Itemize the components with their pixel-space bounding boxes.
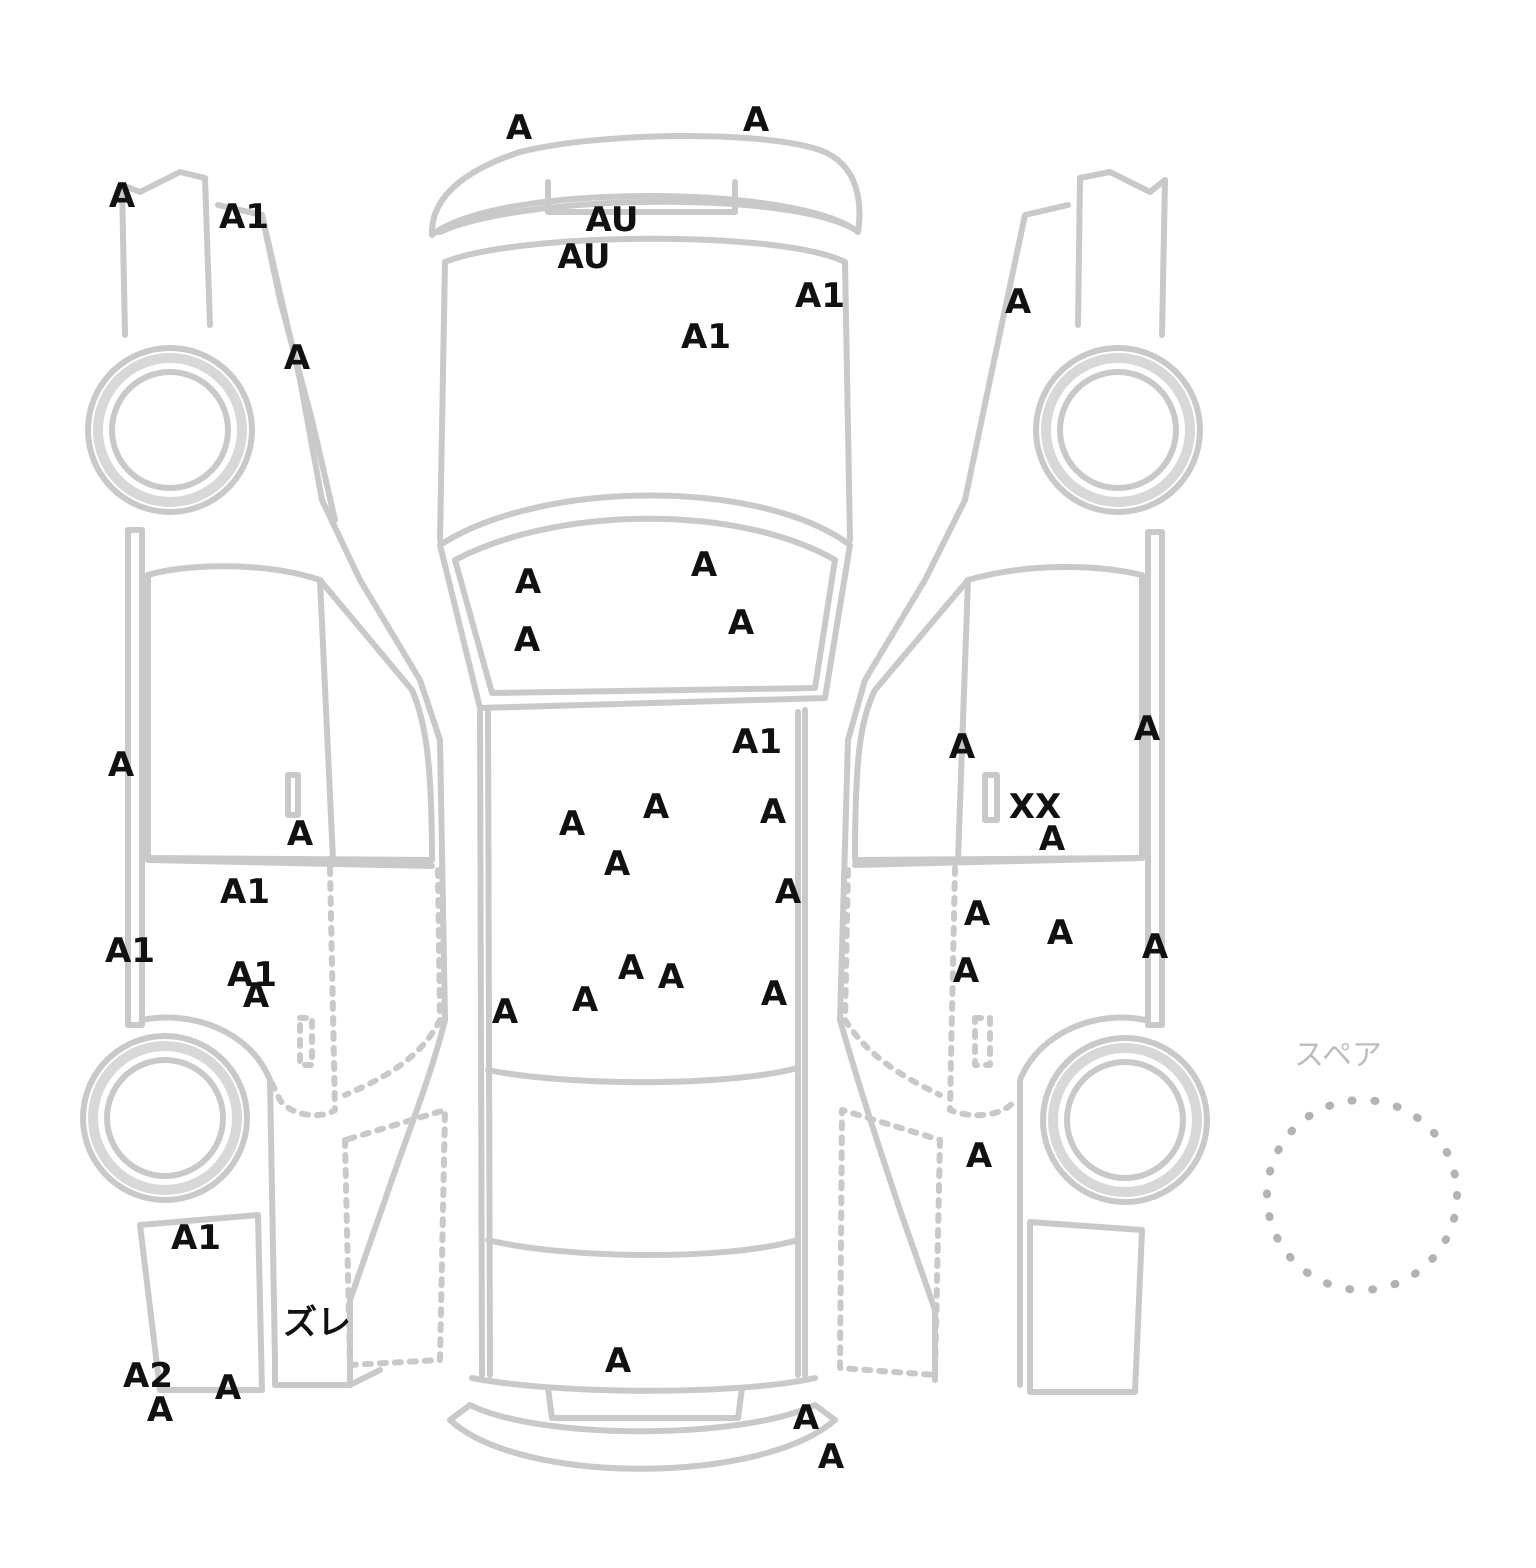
damage-mark: A	[571, 980, 599, 1020]
damage-mark: A	[108, 176, 136, 216]
left-rear-line	[272, 1367, 383, 1388]
left-sill-line	[145, 857, 435, 869]
spare-tire-label: スペア	[1294, 1038, 1382, 1073]
damage-mark: A	[727, 603, 755, 643]
right-sill-line	[852, 855, 1145, 868]
damage-mark: A	[742, 100, 770, 140]
damage-mark: A	[760, 974, 788, 1014]
left-window	[145, 563, 435, 863]
damage-mark: A1	[681, 317, 731, 357]
damage-mark: A	[242, 976, 270, 1016]
right-body-outer	[1145, 529, 1165, 1028]
windshield-outer	[437, 492, 853, 711]
left-rear-body	[139, 1014, 278, 1388]
damage-mark: A	[505, 108, 533, 148]
damage-mark: A	[690, 545, 718, 585]
damage-mark: A	[146, 1390, 174, 1430]
damage-mark: A	[774, 872, 802, 912]
left-door-handle	[285, 772, 301, 818]
spare-tire-circle	[1263, 1096, 1461, 1294]
damage-mark: A	[513, 620, 541, 660]
damage-mark: A	[1004, 282, 1032, 322]
damage-mark: A1	[220, 872, 270, 912]
left-front-bumper	[119, 169, 213, 338]
left-rear-bumper	[137, 1212, 265, 1393]
damage-mark: A	[107, 745, 135, 785]
left-front-wheel	[85, 345, 255, 515]
damage-mark: A	[604, 1341, 632, 1381]
front-bumper	[428, 133, 863, 238]
right-hood-line	[837, 202, 1071, 1023]
damage-mark: A	[558, 804, 586, 844]
left-hood-inner	[259, 212, 338, 523]
roof	[477, 709, 485, 1378]
damage-mark: A	[792, 1398, 820, 1438]
right-window	[852, 564, 1145, 863]
windshield-inner	[452, 515, 838, 696]
left-b-pillar	[317, 577, 336, 863]
damage-mark: A	[214, 1368, 242, 1408]
left-c-line	[347, 1017, 448, 1388]
damage-mark: A	[948, 727, 976, 767]
right-rear-body	[1017, 1014, 1148, 1388]
right-front-wheel	[1033, 345, 1203, 515]
damage-mark: A	[286, 814, 314, 854]
damage-mark: A1	[732, 722, 782, 762]
rear-bumper	[447, 1402, 838, 1472]
damage-mark: A	[491, 992, 519, 1032]
rear-bumper-top	[469, 1375, 818, 1394]
rear-garnish	[545, 1385, 745, 1421]
damage-mark: A1	[227, 955, 277, 995]
right-front-bumper	[1075, 169, 1168, 338]
hood	[442, 235, 853, 543]
hood-left	[437, 259, 448, 543]
damage-mark: A	[283, 338, 311, 378]
damage-mark: A1	[105, 931, 155, 971]
roof-inner-left	[485, 709, 493, 1378]
damage-mark: A	[1133, 709, 1161, 749]
damage-mark: A	[963, 894, 991, 934]
damage-mark: A	[657, 957, 685, 997]
damage-mark: A	[1038, 819, 1066, 859]
damage-mark: A1	[219, 197, 269, 237]
left-side-view	[119, 169, 448, 1393]
damage-mark: A2	[123, 1356, 173, 1396]
damage-mark: A	[952, 951, 980, 991]
right-c-line	[837, 1017, 938, 1383]
damage-mark: AU	[585, 200, 639, 240]
right-hidden-lines	[837, 865, 1018, 1378]
right-side-view	[837, 169, 1168, 1395]
right-door-handle	[982, 772, 1000, 823]
damage-mark: ズレ	[283, 1303, 351, 1343]
left-hidden-lines	[265, 865, 448, 1368]
right-b-pillar	[955, 577, 971, 863]
damage-mark: A1	[171, 1218, 221, 1258]
damage-mark: A	[1046, 913, 1074, 953]
right-rear-bumper	[1027, 1219, 1145, 1395]
damage-mark: A	[514, 562, 542, 602]
damage-mark: A1	[795, 276, 845, 316]
front-bumper-inner	[437, 198, 855, 235]
damage-mark: AU	[557, 237, 611, 277]
left-rear-wheel	[80, 1033, 250, 1203]
damage-mark: A	[1141, 927, 1169, 967]
damage-mark: XX	[1008, 787, 1062, 827]
trunk-line	[485, 1237, 801, 1258]
rear-glass-line	[485, 1065, 801, 1086]
damage-mark: A	[603, 844, 631, 884]
damage-mark: A	[759, 792, 787, 832]
damage-mark: A	[817, 1437, 845, 1477]
damage-mark: A	[642, 787, 670, 827]
damage-mark: A	[617, 948, 645, 988]
top-view	[428, 133, 863, 1472]
left-body-outer	[125, 527, 145, 1028]
damage-mark: A	[965, 1136, 993, 1176]
right-rear-wheel	[1040, 1035, 1210, 1205]
grille	[545, 179, 738, 215]
